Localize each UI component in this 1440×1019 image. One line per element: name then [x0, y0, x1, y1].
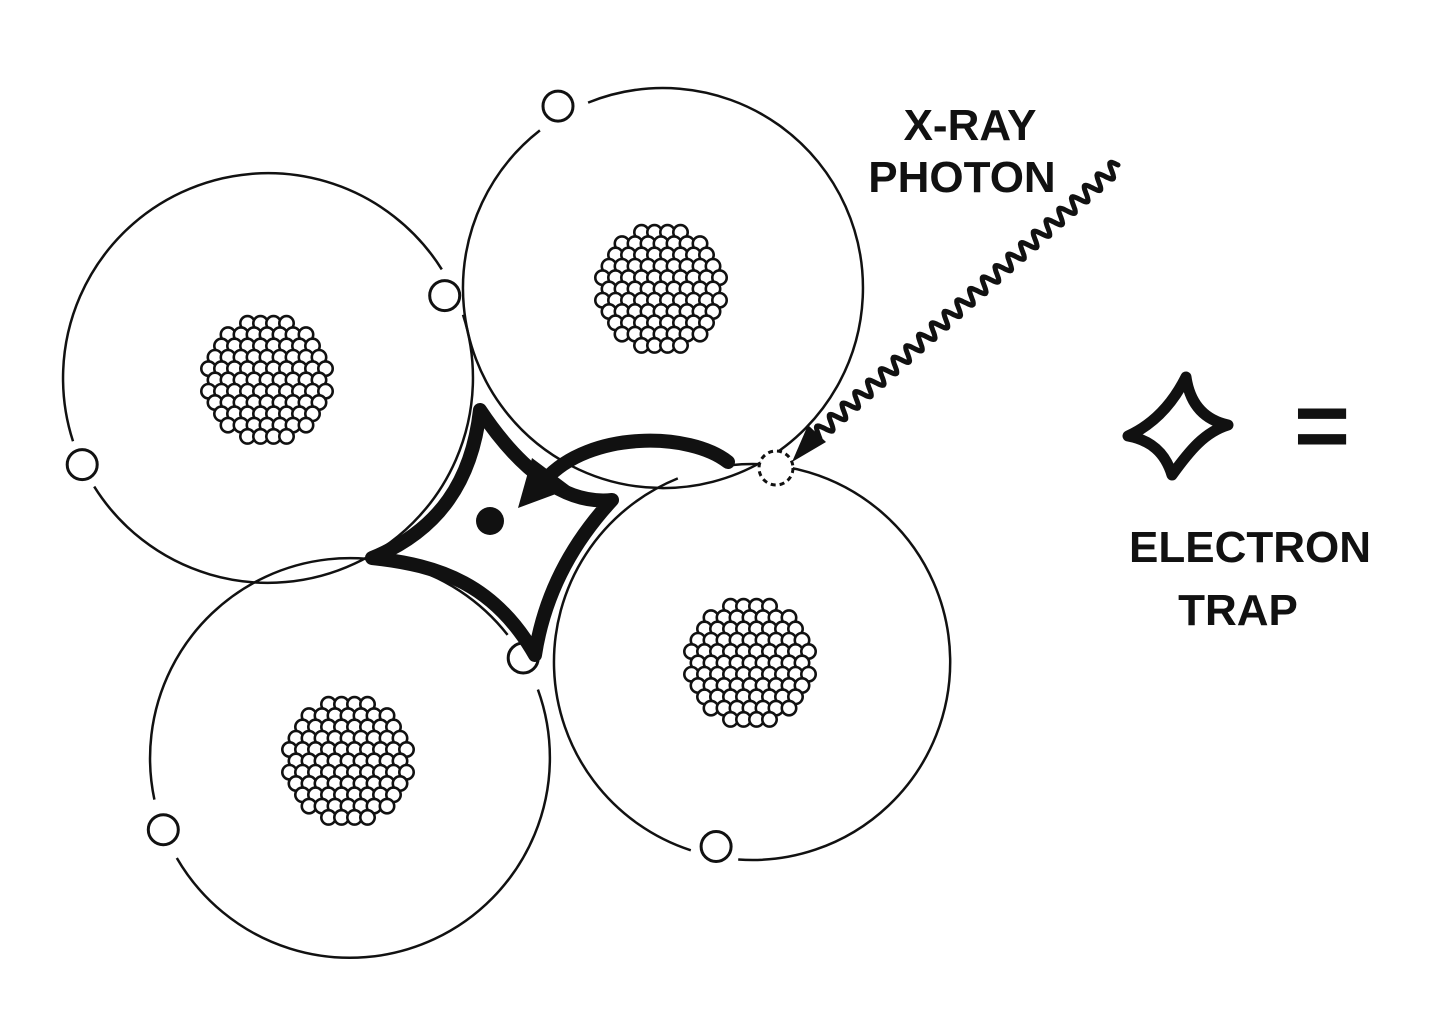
atom-bottom-right-orbit-arc: [731, 462, 952, 862]
electron-capture-arrow: [538, 433, 735, 487]
atom-orbits: [61, 86, 952, 960]
atom-top-right-nucleus: [593, 223, 728, 354]
photon-arrowhead: [792, 425, 826, 462]
atom-bottom-left-electron: [146, 813, 180, 847]
atom-top-left-orbit-arc: [61, 172, 443, 442]
atom-bottom-right-nucleus: [682, 597, 817, 728]
atom-bottom-left-orbit-arc: [175, 689, 552, 960]
nuclei: [200, 223, 817, 826]
atom-bottom-right-orbit-arc: [552, 477, 692, 852]
legend-trap-icon: [1122, 371, 1234, 481]
orbit-electrons: [65, 89, 733, 863]
atom-top-left-orbit-arc: [93, 314, 475, 584]
legend-label-line1: ELECTRON: [1129, 523, 1371, 572]
atom-bottom-right-electron: [699, 830, 733, 863]
legend-label-line2: TRAP: [1178, 586, 1298, 635]
atom-bottom-left-nucleus: [280, 695, 415, 826]
photon-label-line1: X-RAY: [904, 101, 1037, 150]
capture-arrowhead: [518, 458, 572, 508]
atom-bottom-left-orbit-arc: [148, 556, 509, 800]
atom-top-right-electron: [541, 89, 575, 123]
photon-label-line2: PHOTON: [868, 153, 1055, 202]
electron-trap-shape: [365, 403, 619, 662]
legend-equals-sign: =: [1294, 372, 1350, 479]
trapped-electron: [476, 507, 504, 535]
xray-photon-wave: [809, 159, 1121, 446]
atom-top-left-nucleus: [200, 314, 334, 445]
atom-top-left-electron: [65, 448, 99, 482]
ejected-electron-dashed: [757, 449, 795, 487]
atom-top-left-electron: [428, 279, 462, 313]
